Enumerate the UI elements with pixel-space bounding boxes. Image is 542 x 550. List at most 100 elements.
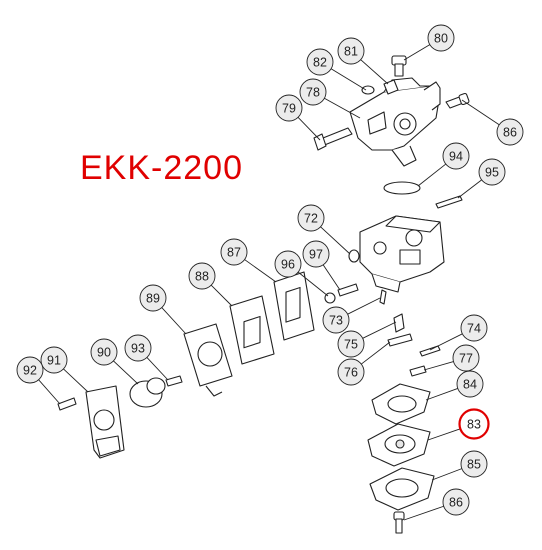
part-number-86: 86 bbox=[503, 126, 517, 140]
callout-bubble-89 bbox=[139, 284, 167, 312]
pin-95-drawing bbox=[435, 195, 463, 209]
callout-bubble-76 bbox=[337, 358, 365, 386]
callout-bubble-95 bbox=[478, 158, 506, 186]
leader-line-85 bbox=[431, 468, 463, 481]
part-number-95: 95 bbox=[485, 166, 499, 180]
throttle-assembly-drawing bbox=[349, 77, 441, 167]
leader-line-79 bbox=[297, 117, 321, 141]
screw-86-bottom-drawing bbox=[393, 511, 405, 534]
callout-bubble-75 bbox=[337, 330, 365, 358]
callout-bubble-81 bbox=[337, 37, 365, 65]
leader-line-86 bbox=[403, 505, 444, 521]
callout-bubble-88 bbox=[188, 262, 216, 290]
screw-80-drawing bbox=[391, 55, 407, 77]
leader-line-92 bbox=[38, 379, 61, 405]
part-number-79: 79 bbox=[282, 102, 296, 116]
spring-75-drawing bbox=[393, 313, 405, 333]
leader-line-78 bbox=[324, 97, 361, 119]
needle-97-drawing bbox=[337, 283, 359, 297]
cover-plate-91-drawing bbox=[85, 385, 125, 459]
part-number-91: 91 bbox=[47, 354, 61, 368]
callout-bubble-78 bbox=[299, 78, 327, 106]
callout-bubble-94 bbox=[442, 142, 470, 170]
callout-bubble-72 bbox=[297, 204, 325, 232]
part-number-80: 80 bbox=[434, 32, 448, 46]
leader-line-80 bbox=[403, 44, 431, 61]
leader-line-72 bbox=[320, 226, 351, 255]
screw-86-top-drawing bbox=[445, 92, 470, 109]
part-number-74: 74 bbox=[467, 322, 481, 336]
leader-line-87 bbox=[244, 259, 277, 283]
primer-bulb-90-drawing bbox=[129, 377, 166, 408]
callout-bubble-93 bbox=[124, 334, 152, 362]
leader-line-81 bbox=[360, 59, 389, 85]
leader-line-73 bbox=[347, 297, 381, 315]
leader-line-76 bbox=[361, 341, 391, 365]
pump-cover-89-drawing bbox=[183, 323, 233, 397]
part-number-82: 82 bbox=[313, 56, 327, 70]
part-number-90: 90 bbox=[97, 346, 111, 360]
leader-line-74 bbox=[429, 333, 463, 351]
part-number-96: 96 bbox=[281, 258, 295, 272]
leader-line-96 bbox=[297, 271, 329, 297]
leader-line-89 bbox=[161, 307, 187, 335]
callout-bubble-82 bbox=[306, 48, 334, 76]
part-number-97: 97 bbox=[309, 248, 323, 262]
leader-line-75 bbox=[362, 321, 397, 339]
leader-line-90 bbox=[113, 360, 139, 385]
callout-bubble-92 bbox=[16, 356, 44, 384]
callout-bubble-79 bbox=[275, 94, 303, 122]
pin-74-drawing bbox=[419, 345, 441, 357]
callout-bubble-97 bbox=[302, 240, 330, 268]
part-number-84: 84 bbox=[463, 378, 477, 392]
callout-bubble-87 bbox=[220, 238, 248, 266]
part-number-73: 73 bbox=[329, 314, 343, 328]
part-number-92: 92 bbox=[23, 364, 37, 378]
part-number-77: 77 bbox=[459, 352, 473, 366]
model-title: EKK-2200 bbox=[80, 149, 243, 187]
leader-line-83 bbox=[427, 427, 462, 441]
callout-bubble-77 bbox=[452, 344, 480, 372]
callout-bubble-80 bbox=[427, 24, 455, 52]
leader-line-93 bbox=[146, 357, 169, 381]
carburetor-body-drawing bbox=[359, 215, 445, 293]
part-number-78: 78 bbox=[306, 86, 320, 100]
screw-92-drawing bbox=[57, 397, 77, 411]
cover-85-drawing bbox=[369, 467, 435, 511]
leader-line-82 bbox=[330, 68, 367, 91]
nut-82-drawing bbox=[361, 85, 375, 95]
plate-88-drawing bbox=[229, 295, 275, 365]
leader-line-97 bbox=[322, 264, 341, 291]
part-number-93: 93 bbox=[131, 342, 145, 356]
leader-line-91 bbox=[63, 368, 89, 393]
callout-bubble-74 bbox=[460, 314, 488, 342]
callout-bubble-85 bbox=[460, 450, 488, 478]
highlight-ring-83 bbox=[458, 408, 490, 440]
leader-line-95 bbox=[457, 179, 482, 199]
part-number-72: 72 bbox=[304, 212, 318, 226]
part-number-76: 76 bbox=[344, 366, 358, 380]
leader-line-77 bbox=[423, 361, 454, 371]
callout-bubble-73 bbox=[322, 306, 350, 334]
callout-bubble-91 bbox=[40, 346, 68, 374]
leader-line-84 bbox=[425, 388, 458, 401]
part-number-88: 88 bbox=[195, 270, 209, 284]
screw-93-drawing bbox=[165, 375, 183, 387]
screw-79-drawing bbox=[313, 127, 353, 151]
part-number-83: 83 bbox=[467, 418, 481, 432]
callout-bubble-90 bbox=[90, 338, 118, 366]
callout-bubble-86 bbox=[442, 488, 470, 516]
part-73-drawing bbox=[379, 289, 387, 305]
part-number-81: 81 bbox=[344, 45, 358, 59]
part-72-drawing bbox=[348, 249, 360, 263]
o-ring-94-drawing bbox=[383, 181, 421, 195]
part-number-75: 75 bbox=[344, 338, 358, 352]
gasket-84-drawing bbox=[371, 383, 431, 425]
callout-bubble-86 bbox=[496, 118, 524, 146]
part-number-86: 86 bbox=[449, 496, 463, 510]
leader-line-86 bbox=[461, 99, 500, 126]
part-number-87: 87 bbox=[227, 246, 241, 260]
screw-77-drawing bbox=[409, 365, 427, 377]
